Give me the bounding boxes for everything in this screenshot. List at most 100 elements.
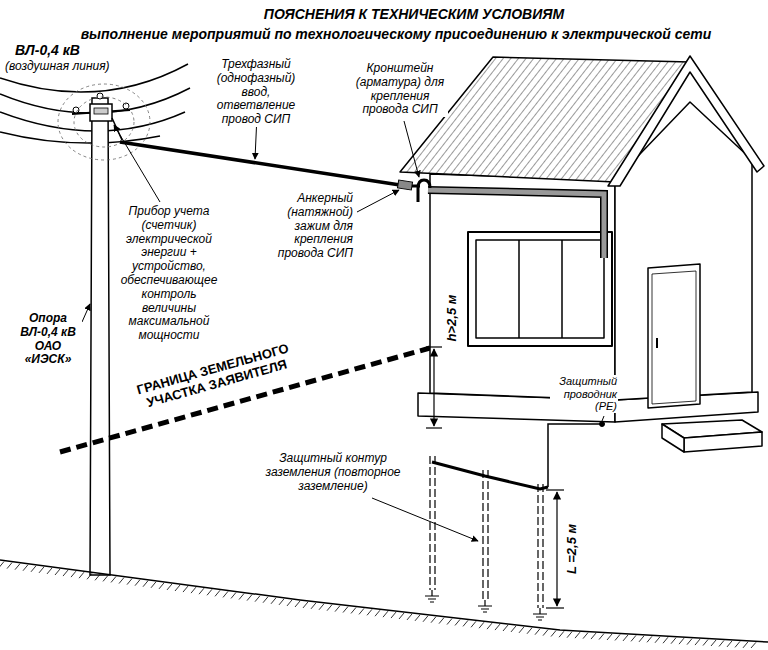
- ground-line: [79, 572, 84, 578]
- ground-line: [183, 586, 188, 592]
- ground-line: [439, 618, 444, 624]
- pole: [73, 107, 79, 113]
- ground-line: [303, 602, 308, 608]
- house: [561, 240, 563, 338]
- ground-line: [655, 637, 660, 643]
- dimension-lines: [546, 489, 564, 490]
- ground-line: [159, 583, 164, 589]
- ground-line: [543, 630, 548, 636]
- house: [662, 424, 684, 452]
- ground-line: [503, 625, 508, 631]
- ground-line: [7, 563, 12, 569]
- wall-cable: [412, 180, 604, 258]
- ground-line: [487, 623, 492, 629]
- ground-line: [639, 636, 644, 642]
- leader-lines: [82, 115, 604, 541]
- ground-line: [71, 571, 76, 577]
- pole: [123, 103, 129, 109]
- ground-line: [135, 580, 140, 586]
- ground-line: [335, 606, 340, 612]
- ground-line: [0, 560, 768, 648]
- ground-line: [0, 560, 768, 642]
- ground-line: [167, 584, 172, 590]
- ground-line: [455, 619, 460, 625]
- ground-line: [415, 615, 420, 621]
- ground-line: [127, 579, 132, 585]
- leader-lines: [602, 416, 604, 421]
- ground-line: [375, 610, 380, 616]
- ground-electrodes: [425, 590, 439, 602]
- ground-line: [479, 622, 484, 628]
- ground-electrodes: [478, 600, 492, 612]
- leader-lines: [82, 304, 90, 322]
- ground-line: [751, 642, 756, 648]
- ground-line: [95, 574, 100, 580]
- ground-line: [623, 635, 628, 641]
- leader-lines: [372, 498, 478, 541]
- ground-line: [207, 589, 212, 595]
- ground-line: [39, 567, 44, 573]
- ground-line: [567, 632, 572, 638]
- ground-line: [447, 619, 452, 625]
- ground-line: [223, 591, 228, 597]
- ground-line: [239, 594, 244, 600]
- boundary-label: ГРАНИЦА ЗЕМЕЛЬНОГО УЧАСТКА ЗАЯВИТЕЛЯ: [123, 338, 306, 416]
- ground-line: [511, 626, 516, 632]
- house: [648, 264, 700, 408]
- ground-line: [23, 565, 28, 571]
- ground-line: [535, 629, 540, 635]
- overhead-wires: [0, 132, 160, 143]
- ground-line: [407, 614, 412, 620]
- ground-line: [431, 617, 436, 623]
- ground-line: [615, 634, 620, 640]
- ground-line: [247, 595, 252, 601]
- wall-cable: [428, 190, 604, 258]
- ground-line: [527, 628, 532, 634]
- ground-line: [399, 613, 404, 619]
- callout-label: Защитный проводник (PE): [550, 375, 618, 413]
- ground-line: [583, 633, 588, 639]
- leader-lines: [357, 190, 399, 212]
- pole: [58, 84, 150, 160]
- ground-line: [559, 631, 564, 637]
- ground-line: [271, 598, 276, 604]
- ground-line: [359, 608, 364, 614]
- ground-line: [279, 599, 284, 605]
- sip-wire: [397, 180, 412, 190]
- callout-label: Трехфазный (однофазный) ввод, ответвлени…: [200, 58, 312, 127]
- ground-electrodes: [542, 484, 543, 608]
- ground-line: [719, 640, 724, 646]
- ground-line: [519, 627, 524, 633]
- ground-line: [551, 631, 556, 637]
- ground-line: [319, 604, 324, 610]
- ground-line: [231, 592, 236, 598]
- dimension-lines: [426, 427, 442, 428]
- ground-line: [351, 607, 356, 613]
- pole: [74, 97, 134, 147]
- ground-line: [175, 585, 180, 591]
- ground-line: [367, 609, 372, 615]
- ground-line: [327, 605, 332, 611]
- subtitle: выполнение мероприятий по технологическо…: [28, 26, 764, 42]
- ground-line: [671, 638, 676, 644]
- house: [400, 56, 764, 452]
- diagram-title: ПОЯСНЕНИЯ К ТЕХНИЧЕСКИМ УСЛОВИЯМ: [64, 6, 764, 22]
- house: [656, 338, 658, 348]
- callout-label: Опора ВЛ-0,4 кВ ОАО «ИЭСК»: [14, 312, 82, 367]
- ground-line: [0, 562, 4, 568]
- wall-cable: [428, 190, 604, 258]
- house: [468, 232, 612, 346]
- ground-line: [735, 641, 740, 647]
- leader-lines: [404, 121, 419, 177]
- sip-wire: [120, 142, 413, 190]
- ground-line: [87, 573, 92, 579]
- ground-line: [103, 575, 108, 581]
- ground-line: [15, 564, 20, 570]
- ground-line: [47, 568, 52, 574]
- house: [430, 174, 615, 400]
- pole: [97, 93, 103, 99]
- pole: [90, 104, 112, 121]
- line-note: (воздушная линия): [4, 60, 111, 74]
- ground-line: [55, 569, 60, 575]
